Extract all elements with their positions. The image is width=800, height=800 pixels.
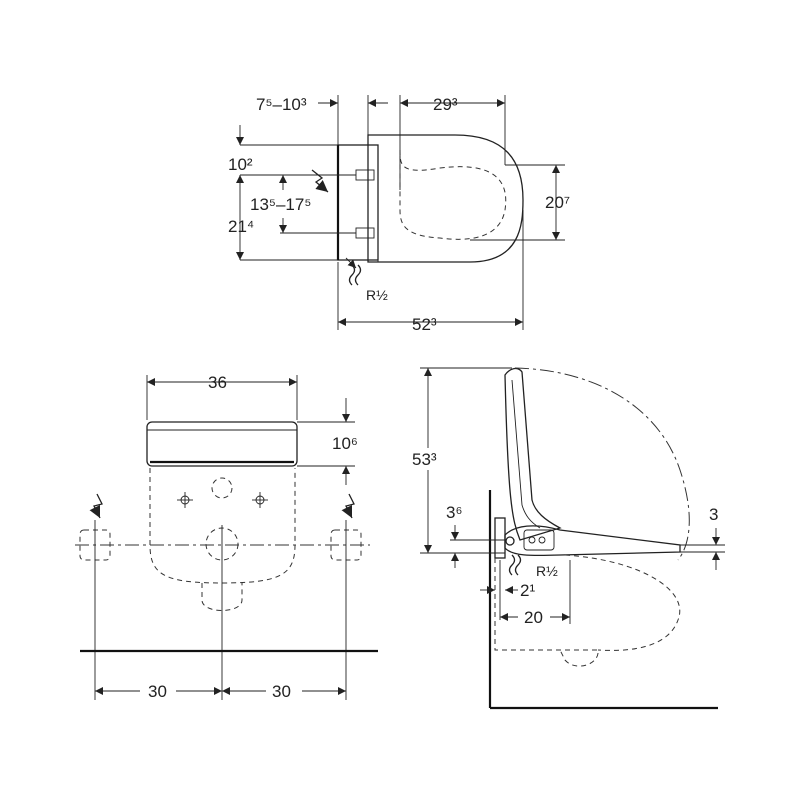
dim-label-75-103: 7⁵–10³ — [256, 95, 307, 114]
seat-outline — [367, 134, 524, 263]
dim-label-r12-side: R½ — [536, 563, 558, 579]
bowl-dashed-side — [494, 558, 599, 667]
dim-label-293: 29³ — [433, 95, 458, 114]
water-fitting-upper — [355, 169, 375, 181]
hole-top — [211, 477, 233, 499]
dim-label-r12-top: R½ — [366, 287, 388, 303]
dim-label-523: 52³ — [412, 315, 437, 334]
top-view: 7⁵–10³ 29³ 10² 13⁵–17⁵ 21⁴ 20⁷ R½ 52³ — [228, 95, 570, 334]
dim-label-20: 20 — [524, 608, 543, 627]
dim-label-30-right: 30 — [272, 682, 291, 701]
dim-label-207: 20⁷ — [545, 193, 570, 212]
electric-icon-top — [311, 169, 329, 193]
control-unit-side — [523, 529, 555, 551]
dim-label-214: 21⁴ — [228, 217, 254, 236]
dim-label-36-side: 3⁶ — [446, 503, 462, 522]
water-supply-icon-side — [508, 554, 516, 576]
bowl-dashed-front — [149, 468, 296, 584]
side-view: R½ 53³ 3⁶ 3 2¹ 20 — [410, 367, 725, 710]
front-view: 36 10⁶ 30 30 — [75, 373, 378, 701]
dim-label-3: 3 — [709, 505, 718, 524]
dim-label-135-175: 13⁵–17⁵ — [250, 195, 311, 214]
dim-label-36: 36 — [208, 373, 227, 392]
electric-icon-left — [89, 493, 103, 519]
water-supply-icon-top — [348, 264, 356, 286]
seat-unit-front — [146, 421, 298, 467]
outlet-dashed-front — [201, 583, 243, 611]
lid-open-side — [504, 367, 562, 541]
lid-swing-arc — [514, 367, 690, 561]
dim-label-106: 10⁶ — [332, 434, 358, 453]
water-fitting-lower — [355, 227, 375, 239]
electric-icon-right — [341, 493, 355, 519]
dim-label-21: 2¹ — [520, 581, 535, 600]
dim-label-102: 10² — [228, 155, 253, 174]
wall-mount-block — [337, 144, 379, 261]
dim-label-533: 53³ — [412, 450, 437, 469]
bowl-opening-dashed — [399, 149, 507, 240]
dim-label-30-left: 30 — [148, 682, 167, 701]
